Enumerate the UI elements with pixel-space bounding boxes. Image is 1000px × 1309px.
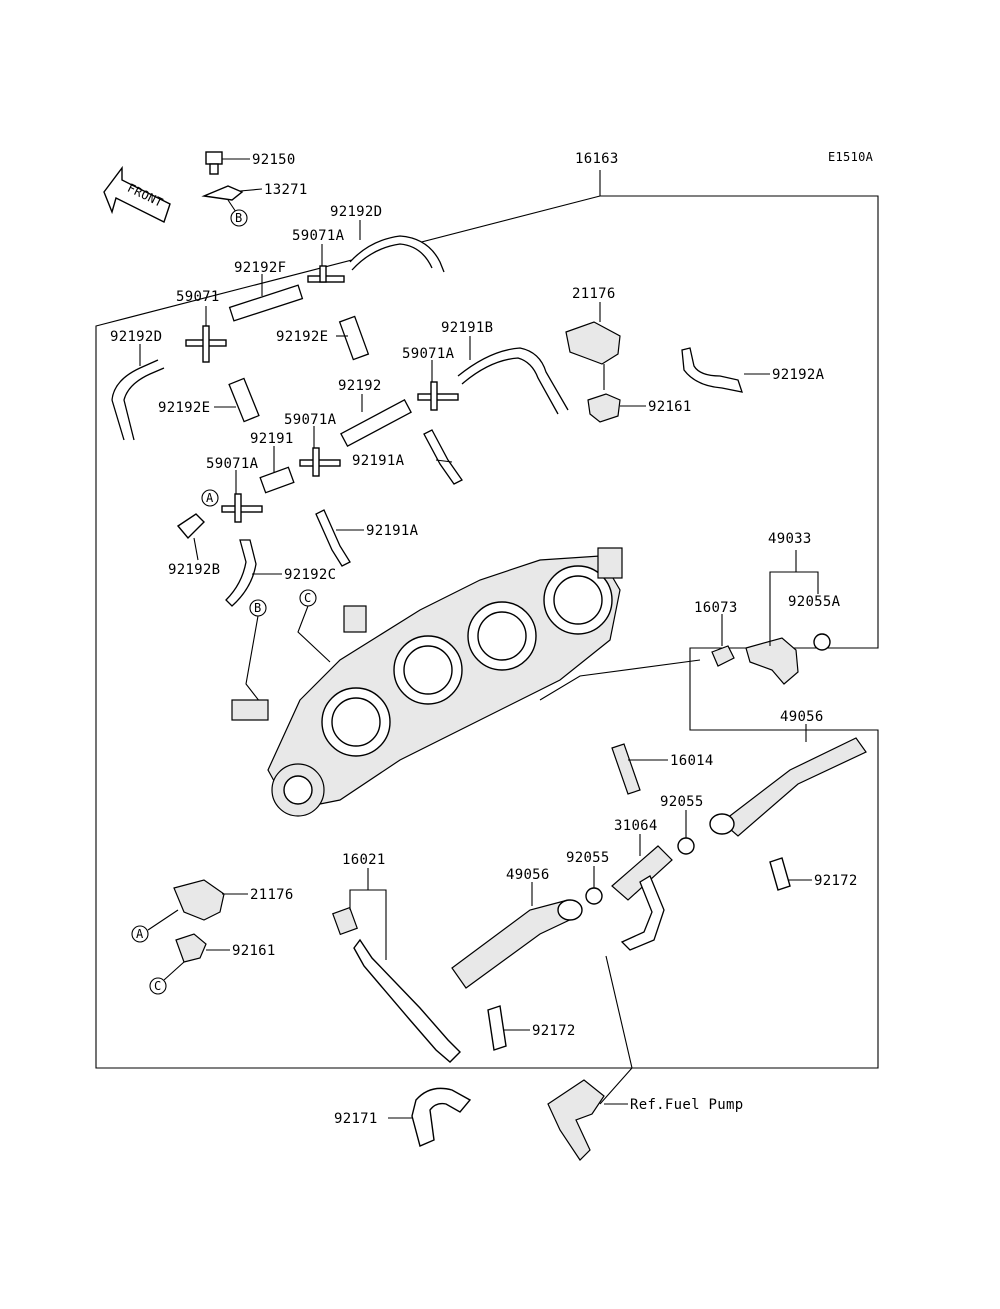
- holder-92161-top: [587, 393, 621, 423]
- part-21176-top: 21176: [572, 286, 616, 302]
- callout-a-top: [201, 489, 219, 507]
- part-92192D-left: 92192D: [110, 329, 162, 345]
- part-92172-mid: 92172: [532, 1023, 576, 1039]
- hose-92192: [340, 399, 412, 447]
- oring-92055-mid: [585, 887, 603, 905]
- cap-92192B: [176, 513, 205, 540]
- plate-13271: [201, 185, 244, 201]
- bolt-92172-right: [769, 857, 791, 891]
- part-59071A-low: 59071A: [284, 412, 337, 428]
- part-92055A: 92055A: [788, 594, 841, 610]
- sensor-21176-top: [565, 321, 621, 365]
- diagram-code: E1510A: [828, 150, 874, 164]
- part-16014: 16014: [670, 753, 714, 769]
- holder-92161-bottom: [175, 933, 207, 963]
- oring-92055-right: [677, 837, 695, 855]
- part-92192: 92192: [338, 378, 382, 394]
- part-16163: 16163: [575, 151, 619, 167]
- part-13271: 13271: [264, 182, 308, 198]
- part-31064: 31064: [614, 818, 658, 834]
- hose-92192C: [225, 539, 257, 607]
- part-92191A-lower: 92191A: [366, 523, 419, 539]
- part-49056-mid: 49056: [506, 867, 550, 883]
- bolt-92150: [205, 151, 223, 175]
- injector-49033: [745, 637, 799, 685]
- callout-c-bottom: [149, 977, 167, 995]
- part-92161-top: 92161: [648, 399, 692, 415]
- part-92192F: 92192F: [234, 260, 286, 276]
- hose-92191A-lower: [315, 509, 351, 567]
- part-92055-right: 92055: [660, 794, 704, 810]
- part-59071A-left: 59071A: [206, 456, 259, 472]
- fuel-rail-49056-right: [721, 737, 867, 837]
- tee-59071A-low: [299, 447, 341, 477]
- cross-59071: [185, 325, 227, 363]
- part-92161-bottom: 92161: [232, 943, 276, 959]
- bolt-92172-mid: [487, 1005, 507, 1051]
- screw-16014: [611, 743, 641, 795]
- part-59071: 59071: [176, 289, 220, 305]
- part-92055-mid: 92055: [566, 850, 610, 866]
- tee-59071A-mid: [417, 381, 459, 411]
- part-92192E-mid: 92192E: [276, 329, 328, 345]
- hose-92192D-left: [111, 359, 159, 401]
- svg-text:B: B: [254, 601, 262, 615]
- part-49033: 49033: [768, 531, 812, 547]
- svg-text:A: A: [136, 927, 144, 941]
- part-16073: 16073: [694, 600, 738, 616]
- joint-31064: [611, 845, 673, 901]
- part-92192A: 92192A: [772, 367, 825, 383]
- part-92171: 92171: [334, 1111, 378, 1127]
- hose-92191A-upper: [423, 429, 463, 485]
- svg-text:A: A: [206, 491, 214, 505]
- hose-92192F: [228, 284, 304, 322]
- hose-92192A: [681, 347, 743, 393]
- sensor-21176-bottom: [173, 879, 225, 921]
- part-92191B: 92191B: [441, 320, 493, 336]
- part-92192C: 92192C: [284, 567, 336, 583]
- part-92192E-left: 92192E: [158, 400, 210, 416]
- part-59071A-mid: 59071A: [402, 346, 455, 362]
- part-92191: 92191: [250, 431, 294, 447]
- clamp-92171: [411, 1087, 472, 1147]
- ref-fuel-pump: Ref.Fuel Pump: [630, 1097, 743, 1113]
- hose-92191: [259, 466, 295, 494]
- callout-a-bottom: [131, 925, 149, 943]
- part-16021: 16021: [342, 852, 386, 868]
- front-arrow-icon: FRONT: [103, 165, 171, 223]
- cable-16021: [332, 906, 461, 1063]
- hose-92192E-mid: [338, 315, 370, 361]
- part-92191A-upper: 92191A: [352, 453, 405, 469]
- hose-92192E-left: [228, 377, 260, 423]
- svg-text:C: C: [154, 979, 162, 993]
- part-92172-right: 92172: [814, 873, 858, 889]
- fuel-pump-connector: [547, 1079, 605, 1161]
- part-92150: 92150: [252, 152, 296, 168]
- part-49056-right: 49056: [780, 709, 824, 725]
- callout-b-top: [230, 209, 248, 227]
- oring-92055A: [813, 633, 831, 651]
- assembly-boundary: [95, 195, 879, 1069]
- part-92192D-top: 92192D: [330, 204, 382, 220]
- part-92192B: 92192B: [168, 562, 220, 578]
- tee-59071A-left: [221, 493, 263, 523]
- svg-text:B: B: [235, 211, 243, 225]
- part-59071A-top: 59071A: [292, 228, 345, 244]
- tee-59071A-top: [307, 265, 345, 283]
- part-21176-bottom: 21176: [250, 887, 294, 903]
- throttle-body-assembly: [231, 547, 623, 817]
- svg-text:C: C: [304, 591, 312, 605]
- seal-16073: [711, 645, 735, 667]
